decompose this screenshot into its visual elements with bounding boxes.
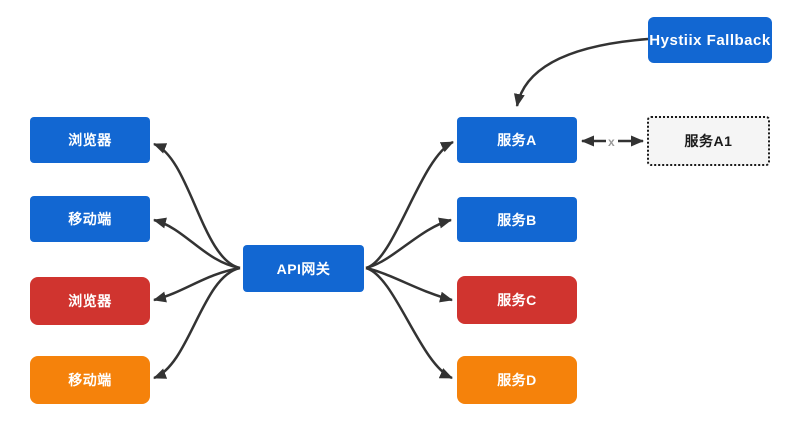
service-node-label: 服务B [497, 211, 537, 228]
connector-gateway-to-client-mobile-1 [153, 217, 241, 270]
connector-gateway-to-client-browser-1 [153, 142, 241, 270]
client-node-label: 浏览器 [68, 293, 112, 309]
client-node-browser-2: 浏览器 [30, 277, 150, 325]
service-a-node: 服务A [457, 117, 577, 163]
hystrix-fallback-node: Hystiix Fallback [648, 17, 772, 63]
connector-gateway-to-client-mobile-2 [153, 266, 241, 380]
client-node-browser-1: 浏览器 [30, 117, 150, 163]
api-gateway-label: API网关 [276, 260, 331, 277]
connector-gateway-to-client-browser-2 [153, 266, 241, 303]
connector-gateway-to-service-c [365, 266, 453, 303]
client-node-label: 浏览器 [68, 132, 112, 148]
hystrix-fallback-label: Hystiix Fallback [649, 31, 771, 49]
service-a1-node: 服务A1 [647, 116, 770, 166]
service-a1-label: 服务A1 [684, 133, 733, 149]
connector-gateway-to-service-d [365, 266, 453, 380]
service-b-node: 服务B [457, 197, 577, 242]
service-d-node: 服务D [457, 356, 577, 404]
client-node-mobile-1: 移动端 [30, 196, 150, 242]
client-node-label: 移动端 [68, 211, 112, 227]
client-node-mobile-2: 移动端 [30, 356, 150, 404]
client-node-label: 移动端 [68, 372, 112, 388]
broken-link-x-marker: x [608, 135, 615, 149]
service-node-label: 服务D [497, 372, 537, 388]
api-gateway-node: API网关 [243, 245, 364, 292]
service-node-label: 服务C [497, 292, 537, 308]
connector-fallback-to-service-a [513, 37, 649, 107]
connector-gateway-to-service-b [365, 217, 452, 270]
connector-gateway-to-service-a [365, 140, 454, 270]
service-node-label: 服务A [497, 132, 537, 148]
service-c-node: 服务C [457, 276, 577, 324]
